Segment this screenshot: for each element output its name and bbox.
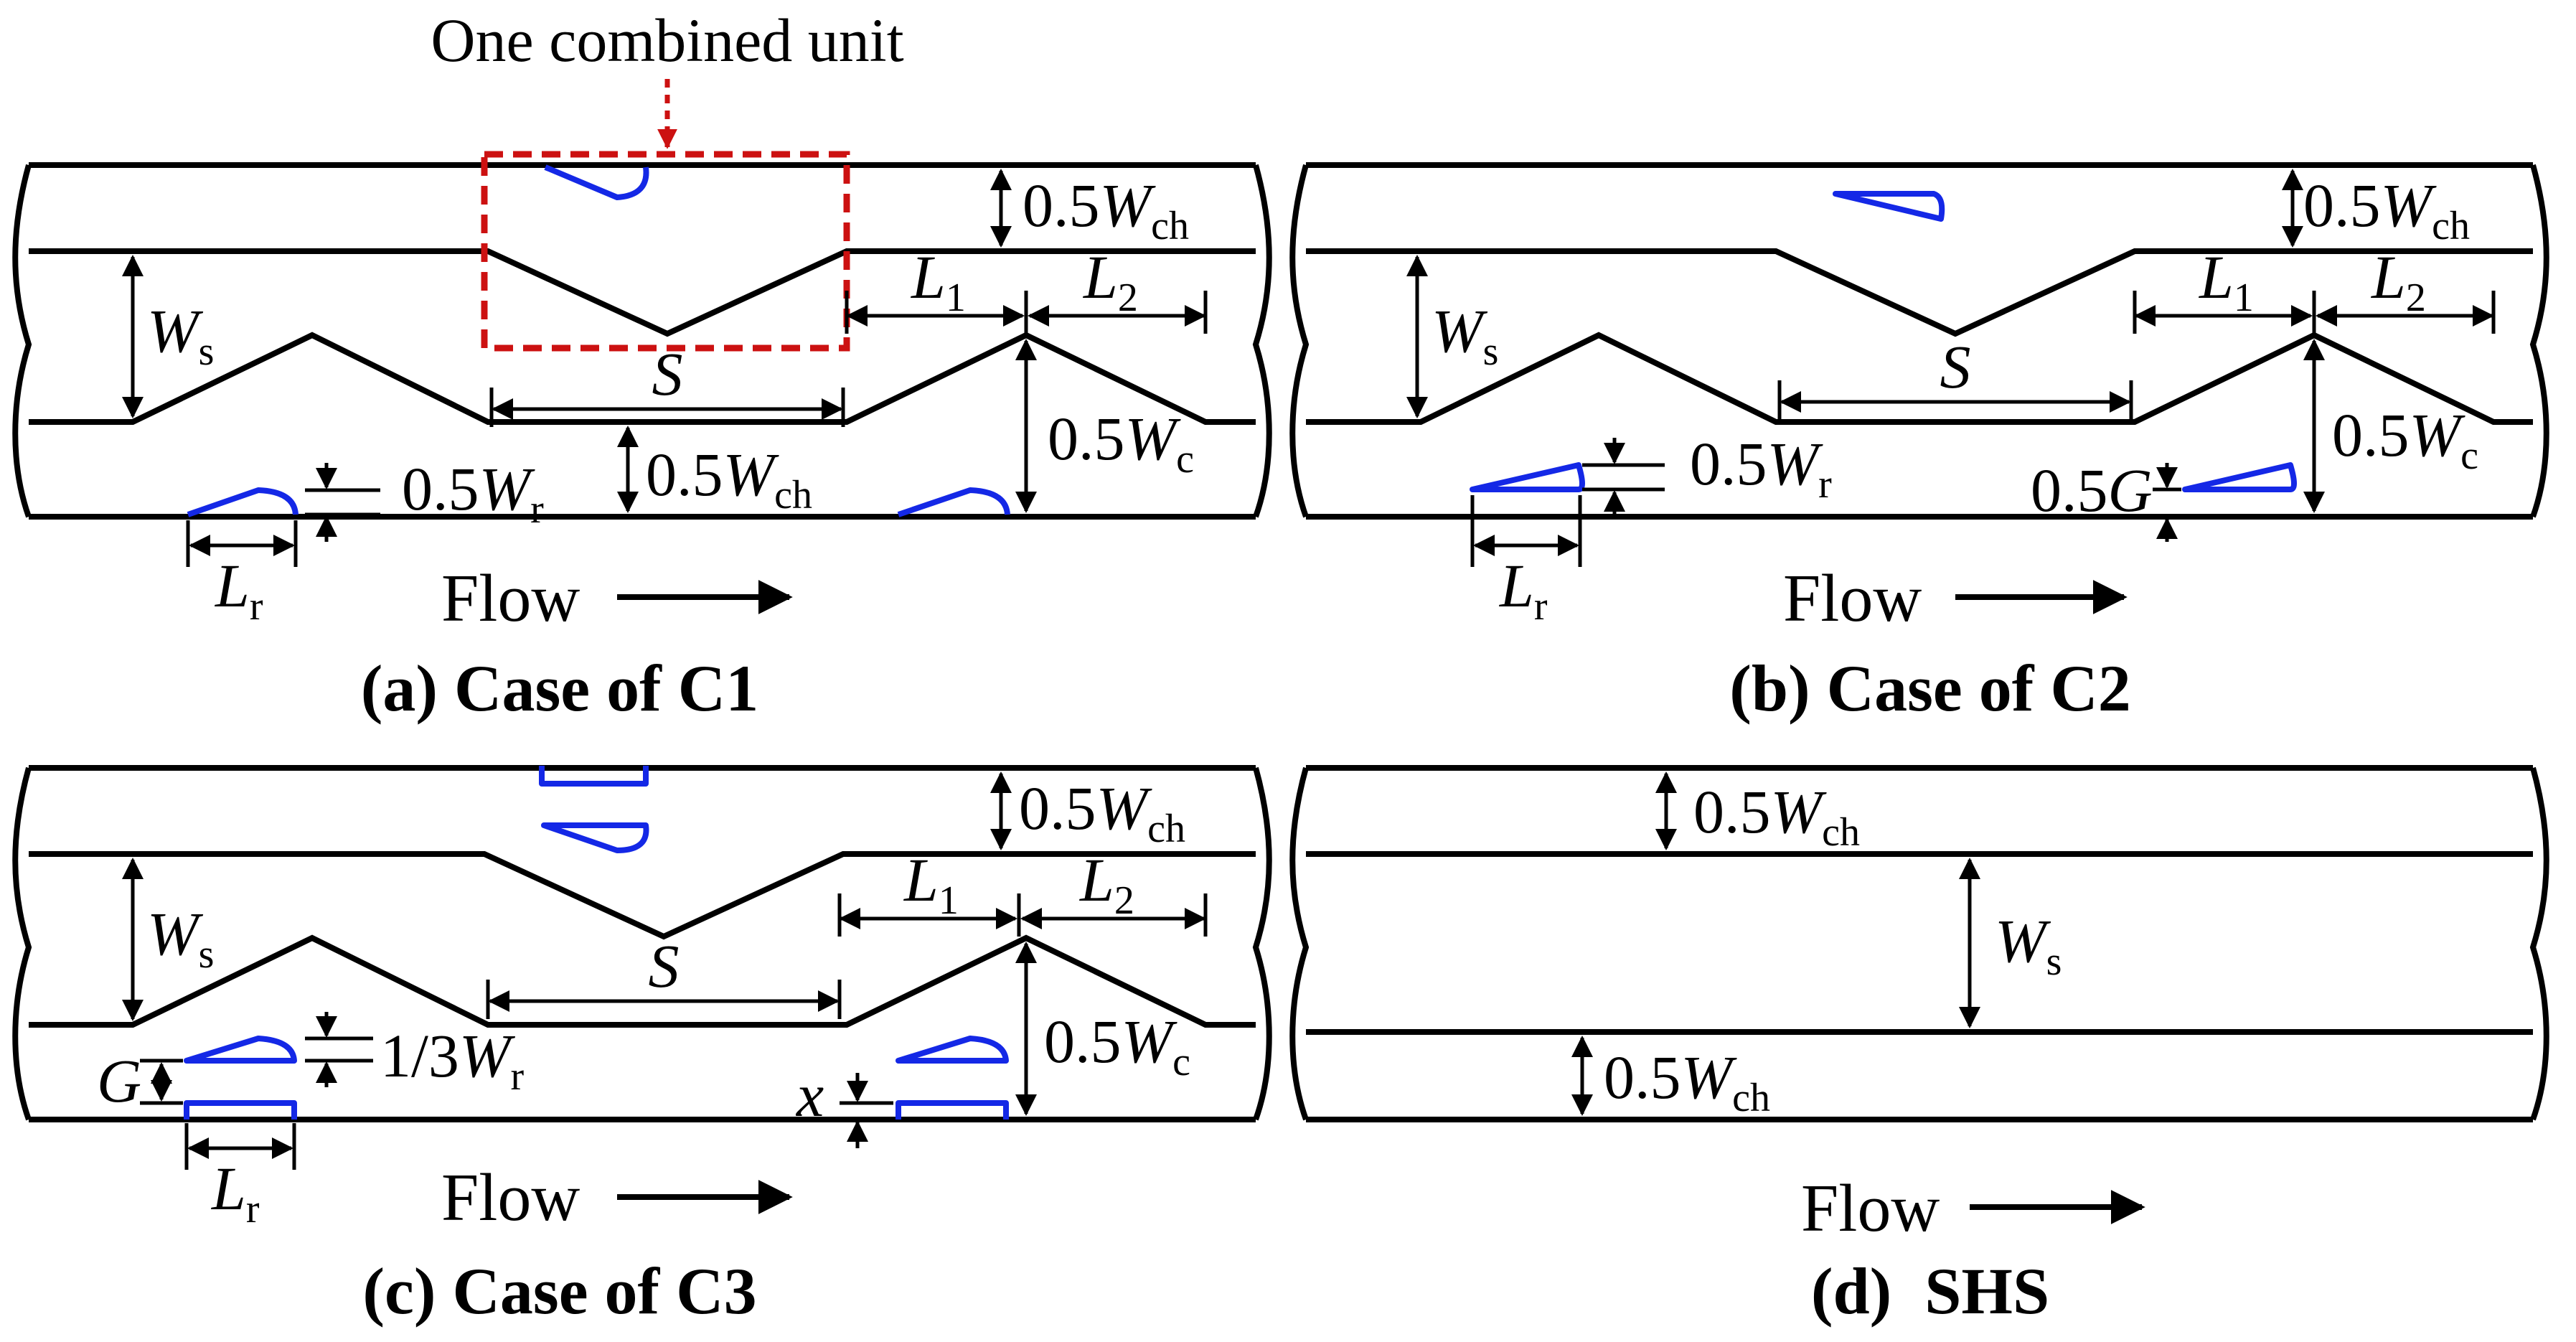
break-line-right — [1252, 164, 1272, 518]
rib-top — [1833, 191, 1945, 222]
wavy-wall-upper — [1306, 248, 2533, 337]
label-half-wc: 0.5Wc — [2332, 400, 2478, 478]
rib-top — [541, 822, 649, 853]
label-half-wch-bottom: 0.5Wch — [1604, 1043, 1770, 1120]
label-half-wr: 0.5Wr — [402, 454, 544, 532]
label-lr: Lr — [1498, 551, 1548, 629]
label-half-wch-bottom: 0.5Wch — [646, 440, 812, 517]
label-l2: L2 — [1082, 243, 1138, 320]
wavy-wall-upper — [29, 851, 1256, 940]
panel-d: 0.5Wch Ws 0.5Wch Flow (d) SHS — [1289, 765, 2549, 1328]
rib-top — [544, 164, 649, 200]
break-line-left — [1289, 164, 1310, 518]
rib-bottom-left — [184, 1036, 297, 1064]
break-line-left — [1289, 766, 1310, 1121]
break-line-right — [2529, 766, 2549, 1121]
label-half-wch-top: 0.5Wch — [1019, 774, 1185, 851]
panel-a: One combined unit 0.5Wch Ws L1 L2 S 0.5W… — [12, 6, 1272, 725]
break-line-right — [1252, 766, 1272, 1121]
label-l1: L1 — [910, 243, 966, 320]
label-s: S — [1940, 332, 1971, 401]
break-line-right — [2529, 164, 2549, 518]
panel-c: 0.5Wch Ws L1 L2 S 0.5Wc 1/3Wr G x Lr — [12, 765, 1272, 1328]
label-l1: L1 — [903, 845, 959, 923]
label-lr: Lr — [214, 551, 263, 629]
label-l2: L2 — [1078, 845, 1134, 923]
rib-bottom-left — [187, 487, 299, 517]
rib-bottom-left — [1470, 462, 1585, 492]
label-ws: Ws — [1995, 906, 2062, 984]
panel-b: 0.5Wch Ws L1 L2 S 0.5Wc 0.5Wr 0.5G Lr Fl… — [1289, 162, 2549, 725]
label-s: S — [649, 932, 680, 1000]
plate-bottom-left — [184, 1100, 297, 1120]
label-half-wch-top: 0.5Wch — [2303, 171, 2470, 248]
label-half-wch-top: 0.5Wch — [1023, 171, 1189, 248]
rib-bottom-right — [897, 487, 1010, 517]
break-line-left — [12, 766, 32, 1121]
caption-c: (c) Case of C3 — [362, 1254, 756, 1328]
label-g: G — [97, 1046, 141, 1115]
caption-d: (d) SHS — [1811, 1254, 2049, 1328]
rib-bottom-right — [896, 1036, 1009, 1064]
label-ws: Ws — [147, 899, 214, 977]
rib-bottom-right — [2182, 462, 2297, 492]
wavy-wall-lower — [29, 332, 1256, 425]
flow-label: Flow — [441, 1160, 580, 1235]
label-half-wr: 0.5Wr — [1690, 429, 1832, 507]
label-ws: Ws — [147, 296, 214, 374]
wavy-wall-lower — [29, 934, 1256, 1028]
callout-label: One combined unit — [431, 6, 903, 75]
wavy-wall-upper — [29, 248, 1256, 337]
label-half-wc: 0.5Wc — [1044, 1007, 1190, 1084]
plate-top — [539, 766, 649, 787]
wavy-wall-lower — [1306, 332, 2533, 425]
caption-a: (a) Case of C1 — [361, 652, 758, 725]
label-half-wch-top: 0.5Wch — [1693, 777, 1860, 855]
label-ws: Ws — [1432, 296, 1498, 374]
label-lr: Lr — [210, 1154, 260, 1231]
label-l1: L1 — [2198, 243, 2254, 320]
break-line-left — [12, 164, 32, 518]
plate-bottom-right — [896, 1100, 1009, 1120]
label-half-wc: 0.5Wc — [1048, 404, 1194, 482]
label-half-g: 0.5G — [2031, 456, 2153, 525]
label-third-wr: 1/3Wr — [380, 1021, 525, 1099]
flow-label: Flow — [1801, 1171, 1940, 1246]
label-s: S — [652, 339, 683, 408]
flow-label: Flow — [441, 561, 580, 636]
label-x: x — [795, 1061, 824, 1130]
caption-b: (b) Case of C2 — [1729, 652, 2131, 725]
flow-label: Flow — [1783, 561, 1922, 636]
combined-unit-box — [481, 151, 850, 352]
label-l2: L2 — [2370, 243, 2426, 320]
